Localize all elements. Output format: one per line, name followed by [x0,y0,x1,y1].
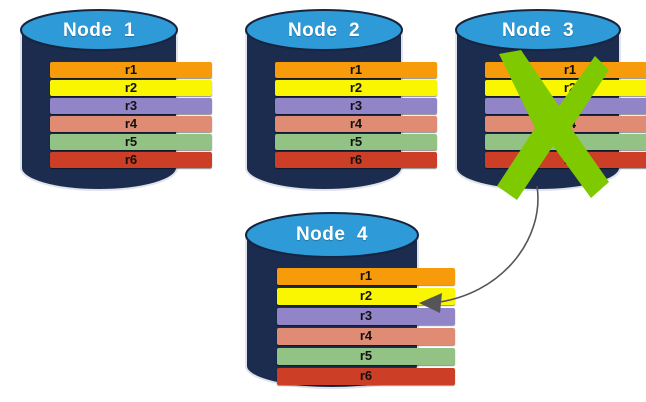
record-r1[interactable]: r1 [277,268,455,285]
record-label: r2 [563,79,577,95]
record-label: r1 [349,61,363,77]
record-label: r2 [359,288,373,303]
record-r4[interactable]: r4 [50,116,212,132]
record-r5[interactable]: r5 [275,134,437,150]
record-r6[interactable]: r6 [277,368,455,385]
record-r2[interactable]: r2 [50,80,212,96]
record-r6[interactable]: r6 [485,152,646,168]
record-label: r4 [124,115,138,131]
record-label: r3 [563,97,577,113]
record-label: r4 [349,115,363,131]
record-r2[interactable]: r2 [275,80,437,96]
record-r3[interactable]: r3 [485,98,646,114]
record-label: r3 [359,308,373,323]
record-label: r6 [349,151,363,167]
record-label: r5 [359,348,373,363]
record-label: r1 [563,61,577,77]
record-label: r5 [124,133,138,149]
record-r4[interactable]: r4 [275,116,437,132]
record-label: r4 [563,115,577,131]
record-r2[interactable]: r2 [485,80,646,96]
database-node-1[interactable]: Node 1 r1 r2 r3 r4 r5 r6 [18,8,212,191]
record-list: r1 r2 r3 r4 r5 r6 [243,268,489,385]
record-label: r5 [563,133,577,149]
record-label: r6 [563,151,577,167]
record-label: r4 [359,328,373,343]
record-r1[interactable]: r1 [485,62,646,78]
record-r3[interactable]: r3 [277,308,455,325]
database-node-2[interactable]: Node 2 r1 r2 r3 r4 r5 r6 [243,8,437,191]
record-label: r2 [124,79,138,95]
record-r5[interactable]: r5 [50,134,212,150]
record-r4[interactable]: r4 [485,116,646,132]
record-list: r1 r2 r3 r4 r5 r6 [18,62,244,168]
record-r2[interactable]: r2 [277,288,455,305]
record-label: r1 [359,268,373,283]
record-label: r6 [359,368,373,383]
database-node-4[interactable]: Node 4 r1 r2 r3 r4 r5 r6 [243,211,455,391]
record-label: r1 [124,61,138,77]
record-label: r5 [349,133,363,149]
database-node-3[interactable]: Node 3 r1 r2 r3 r4 r5 r6 [453,8,646,200]
record-label: r6 [124,151,138,167]
record-r5[interactable]: r5 [277,348,455,365]
record-r1[interactable]: r1 [50,62,212,78]
record-r3[interactable]: r3 [50,98,212,114]
record-list: r1 r2 r3 r4 r5 r6 [453,62,646,168]
record-r6[interactable]: r6 [50,152,212,168]
record-r6[interactable]: r6 [275,152,437,168]
record-r1[interactable]: r1 [275,62,437,78]
record-r5[interactable]: r5 [485,134,646,150]
record-list: r1 r2 r3 r4 r5 r6 [243,62,469,168]
record-label: r3 [349,97,363,113]
record-r3[interactable]: r3 [275,98,437,114]
record-label: r2 [349,79,363,95]
record-r4[interactable]: r4 [277,328,455,345]
record-label: r3 [124,97,138,113]
